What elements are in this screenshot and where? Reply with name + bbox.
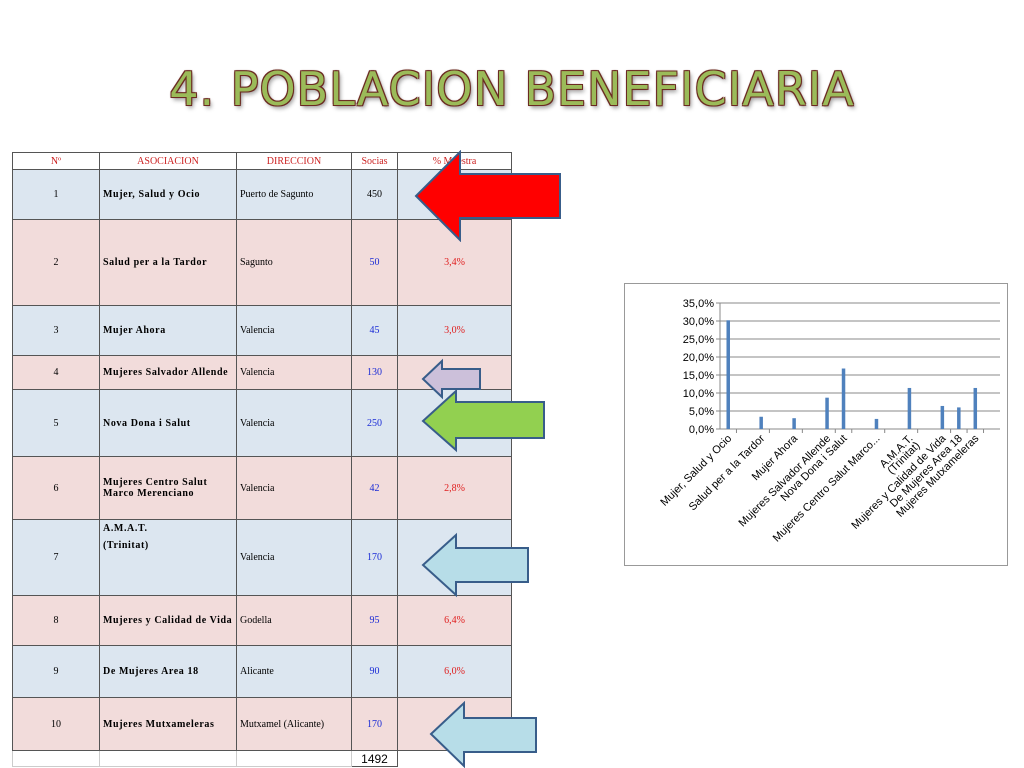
lavender-arrow-shape	[421, 358, 481, 400]
bar	[759, 416, 763, 429]
bar	[792, 418, 796, 429]
red-arrow	[414, 150, 561, 242]
bar	[907, 387, 912, 429]
socias-count: 95	[351, 595, 398, 646]
row-number: 10	[12, 697, 100, 751]
muestra-pct: 6,0%	[397, 645, 512, 698]
row-number: 8	[12, 595, 100, 646]
association-address: Mutxamel (Alicante)	[236, 697, 352, 751]
bar	[957, 407, 961, 429]
muestra-pct: 3,0%	[397, 305, 512, 356]
association-name: De Mujeres Area 18	[99, 645, 237, 698]
header-num: Nº	[12, 152, 100, 170]
association-address: Valencia	[236, 389, 352, 457]
total-empty-cell	[397, 750, 512, 767]
association-name: Mujeres y Calidad de Vida	[99, 595, 237, 646]
total-empty-cell	[99, 750, 237, 767]
light-blue-arrow-2	[429, 700, 537, 768]
row-number: 3	[12, 305, 100, 356]
light-blue-arrow-1-shape	[421, 532, 529, 598]
header-direccion: DIRECCION	[236, 152, 352, 170]
association-address: Valencia	[236, 355, 352, 390]
y-tick-label: 10,0%	[683, 388, 714, 400]
bar	[973, 387, 978, 429]
table-row: 8 Mujeres y Calidad de Vida Godella 95 6…	[12, 595, 512, 646]
total-empty-cell	[236, 750, 352, 767]
y-tick-label: 20,0%	[683, 352, 714, 364]
association-address: Godella	[236, 595, 352, 646]
association-name: Nova Dona i Salut	[99, 389, 237, 457]
association-address: Sagunto	[236, 219, 352, 306]
header-socias: Socias	[351, 152, 398, 170]
bar	[825, 397, 829, 429]
row-number: 9	[12, 645, 100, 698]
socias-count: 250	[351, 389, 398, 457]
row-number: 2	[12, 219, 100, 306]
socias-count: 170	[351, 519, 398, 596]
association-name: Mujeres Centro Salut Marco Merenciano	[99, 456, 237, 520]
associations-table: Nº ASOCIACION DIRECCION Socias % Muestra…	[12, 152, 512, 767]
socias-count: 90	[351, 645, 398, 698]
lavender-arrow	[421, 358, 481, 400]
y-tick-label: 35,0%	[683, 298, 714, 310]
association-address: Puerto de Sagunto	[236, 169, 352, 220]
green-arrow-shape	[421, 388, 545, 453]
muestra-pct: 6,4%	[397, 595, 512, 646]
row-number: 5	[12, 389, 100, 457]
muestra-pct: 2,8%	[397, 456, 512, 520]
green-arrow	[421, 388, 545, 453]
association-address: Valencia	[236, 456, 352, 520]
muestra-bar-chart: 0,0%5,0%10,0%15,0%20,0%25,0%30,0%35,0% M…	[624, 283, 1008, 566]
association-name: Mujer, Salud y Ocio	[99, 169, 237, 220]
total-row: 1492	[12, 750, 512, 767]
row-number: 7	[12, 519, 100, 596]
association-name: Mujeres Salvador Allende	[99, 355, 237, 390]
row-number: 6	[12, 456, 100, 520]
light-blue-arrow-2-shape	[429, 700, 537, 768]
association-name: Mujeres Mutxameleras	[99, 697, 237, 751]
bar	[841, 368, 846, 429]
slide-title: 4. POBLACION BENEFICIARIA	[169, 62, 855, 116]
row-number: 4	[12, 355, 100, 390]
socias-count: 45	[351, 305, 398, 356]
association-name-cell: A.M.A.T. (Trinitat)	[99, 519, 237, 596]
table-row: 6 Mujeres Centro Salut Marco Merenciano …	[12, 456, 512, 520]
light-blue-arrow-1	[421, 532, 529, 598]
red-arrow-shape	[414, 150, 561, 242]
association-address: Valencia	[236, 305, 352, 356]
y-tick-label: 15,0%	[683, 370, 714, 382]
socias-count: 130	[351, 355, 398, 390]
bar	[940, 405, 945, 429]
association-name-sub: (Trinitat)	[103, 540, 149, 551]
association-address: Valencia	[236, 519, 352, 596]
table-row: 3 Mujer Ahora Valencia 45 3,0%	[12, 305, 512, 356]
total-socias: 1492	[351, 750, 398, 767]
socias-count: 450	[351, 169, 398, 220]
bar	[726, 320, 730, 429]
row-number: 1	[12, 169, 100, 220]
y-tick-label: 5,0%	[689, 406, 714, 418]
bar	[874, 418, 879, 429]
table-row: 7 A.M.A.T. (Trinitat) Valencia 170	[12, 519, 512, 596]
association-name: A.M.A.T.	[103, 523, 148, 534]
total-empty-cell	[12, 750, 100, 767]
socias-count: 42	[351, 456, 398, 520]
association-name: Salud per a la Tardor	[99, 219, 237, 306]
table-row: 1 Mujer, Salud y Ocio Puerto de Sagunto …	[12, 169, 512, 220]
header-asociacion: ASOCIACION	[99, 152, 237, 170]
association-address: Alicante	[236, 645, 352, 698]
socias-count: 170	[351, 697, 398, 751]
table-row: 9 De Mujeres Area 18 Alicante 90 6,0%	[12, 645, 512, 698]
y-tick-label: 0,0%	[689, 424, 714, 436]
association-name: Mujer Ahora	[99, 305, 237, 356]
y-tick-label: 25,0%	[683, 334, 714, 346]
y-tick-label: 30,0%	[683, 316, 714, 328]
socias-count: 50	[351, 219, 398, 306]
